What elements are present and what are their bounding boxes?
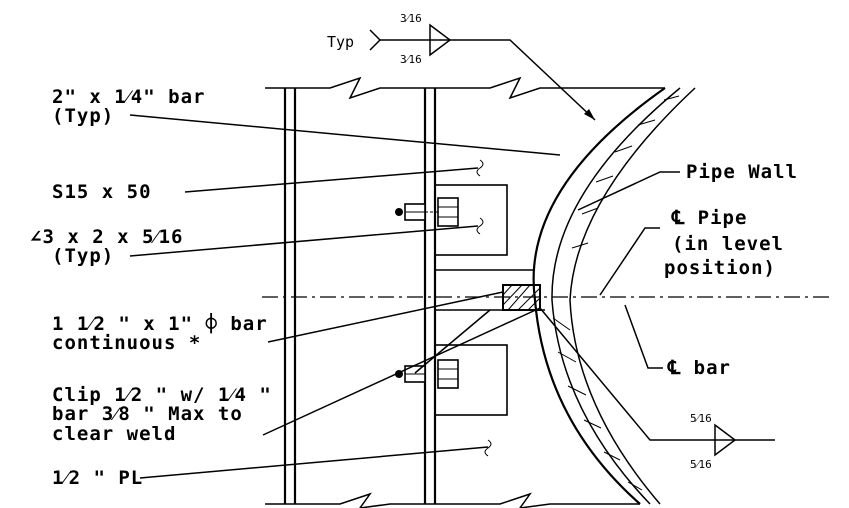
- leader-cl-bar: [624, 304, 663, 369]
- pipe-hatch: [603, 451, 621, 461]
- bar-hatch: [502, 284, 513, 296]
- label-angle-typ: (Typ): [52, 245, 114, 267]
- weld-bottom-leader: [539, 307, 690, 441]
- leader-bar-continuous: [267, 291, 504, 343]
- bolt-end: [395, 208, 403, 216]
- label-angle: ∠3 x 2 x 5⁄16: [30, 226, 183, 248]
- leaders: [129, 114, 690, 479]
- arrowhead: [584, 109, 595, 120]
- weld-typ-label: Typ: [327, 33, 354, 51]
- leader-clip-bolt: [414, 309, 491, 374]
- pipe-wall: [532, 87, 696, 505]
- label-cl-pipe: ℄ Pipe: [671, 207, 747, 229]
- continuous-bar-assembly: [435, 269, 545, 311]
- weld-leader-arrow: [490, 39, 596, 121]
- beam-s15: [265, 76, 665, 508]
- pipe-outer-arc: [532, 87, 666, 505]
- label-clip: Clip 1⁄2 " w/ 1⁄4 ": [52, 384, 272, 406]
- weld-size-bottom: 5⁄16: [690, 458, 712, 471]
- break-mark: [484, 439, 492, 457]
- pipe-hatch: [557, 351, 577, 363]
- pipe-hatch: [581, 207, 599, 215]
- beam-bottom-break-line: [265, 492, 640, 508]
- leader-cl-pipe: [599, 227, 660, 296]
- pipe-hatch: [595, 175, 614, 183]
- angle-leg: [434, 344, 508, 416]
- pipe-inner-arc: [569, 87, 696, 505]
- label-clip-2: bar 3⁄8 " Max to: [52, 403, 243, 425]
- label-pipe-wall: Pipe Wall: [686, 161, 798, 183]
- label-clip-3: clear weld: [52, 423, 176, 445]
- label-cl-pipe-2: (in level: [672, 233, 784, 255]
- angle-leg: [434, 184, 508, 256]
- label-plate: 1⁄2 " PL: [52, 467, 143, 489]
- label-bar-continuous: 1 1⁄2 " x 1" ⌽ bar: [52, 312, 268, 335]
- bolt-nut: [437, 197, 459, 227]
- fillet-weld-symbol: [714, 423, 737, 457]
- callout-labels: 2" x 1⁄4" bar (Typ) S15 x 50 ∠3 x 2 x 5⁄…: [30, 86, 798, 489]
- pipe-hatch: [571, 242, 589, 249]
- weld-tail: [369, 29, 382, 51]
- weld-symbol-top: Typ 3⁄16 3⁄16: [327, 12, 596, 121]
- label-bar-2x14: 2" x 1⁄4" bar: [52, 86, 205, 108]
- leader-s15: [184, 167, 479, 193]
- bolt-nut: [437, 359, 459, 389]
- leader-plate: [139, 446, 489, 479]
- pipe-hatch: [552, 317, 571, 331]
- beam-top-break-line: [265, 76, 665, 100]
- label-bar-continuous-2: continuous *: [52, 332, 201, 354]
- angle-top: [395, 184, 508, 256]
- leader-pipe-wall: [577, 171, 680, 211]
- pipe-hatch: [627, 481, 643, 491]
- weld-size-bottom: 3⁄16: [400, 53, 422, 66]
- label-s15: S15 x 50: [52, 181, 152, 203]
- bar-hatch: [517, 287, 541, 311]
- bar-hatch: [502, 284, 523, 306]
- break-marks: [476, 159, 492, 457]
- pipe-hatch: [637, 119, 656, 126]
- label-bar-2x14-typ: (Typ): [52, 105, 114, 127]
- label-cl-bar: ℄ bar: [667, 357, 731, 379]
- fillet-weld-symbol: [429, 23, 452, 57]
- weld-size-top: 3⁄16: [400, 12, 422, 25]
- pipe-hatch: [614, 145, 633, 153]
- leader-angle: [129, 225, 479, 257]
- leader-bar-2x14: [129, 114, 561, 156]
- weld-size-top: 5⁄16: [690, 412, 712, 425]
- break-mark: [476, 159, 484, 177]
- pipe-hatch: [663, 95, 680, 101]
- break-mark: [476, 217, 484, 235]
- bar-hatch: [507, 284, 531, 311]
- angle-bottom: [395, 344, 508, 416]
- pipe-hatch: [583, 419, 602, 429]
- pipe-bar-arc: [551, 87, 681, 505]
- leader-clip: [262, 307, 541, 436]
- weld-symbol-bottom: 5⁄16 5⁄16: [690, 412, 775, 471]
- pipe-hatch: [567, 385, 587, 396]
- label-cl-pipe-3: position): [664, 257, 776, 279]
- bar-hatch: [527, 297, 541, 311]
